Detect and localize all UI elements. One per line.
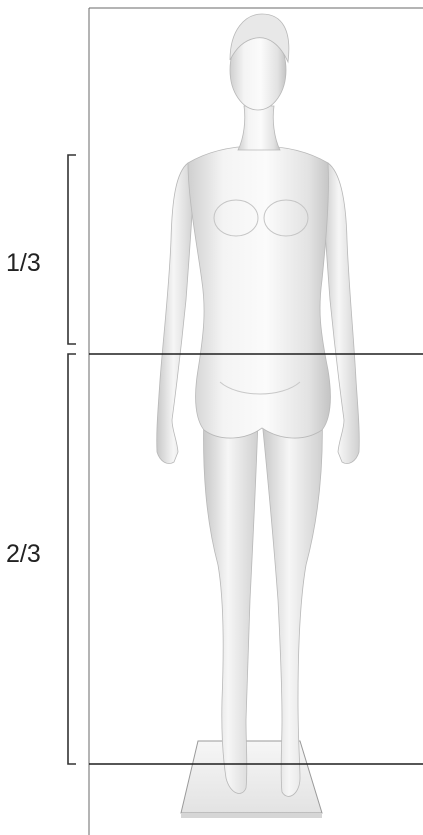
mannequin-figure (157, 14, 360, 796)
mannequin-base (181, 741, 322, 818)
bracket-upper (68, 155, 76, 344)
label-upper-third: 1/3 (6, 249, 41, 277)
bracket-lower (68, 354, 76, 764)
label-lower-two-thirds: 2/3 (6, 540, 41, 568)
